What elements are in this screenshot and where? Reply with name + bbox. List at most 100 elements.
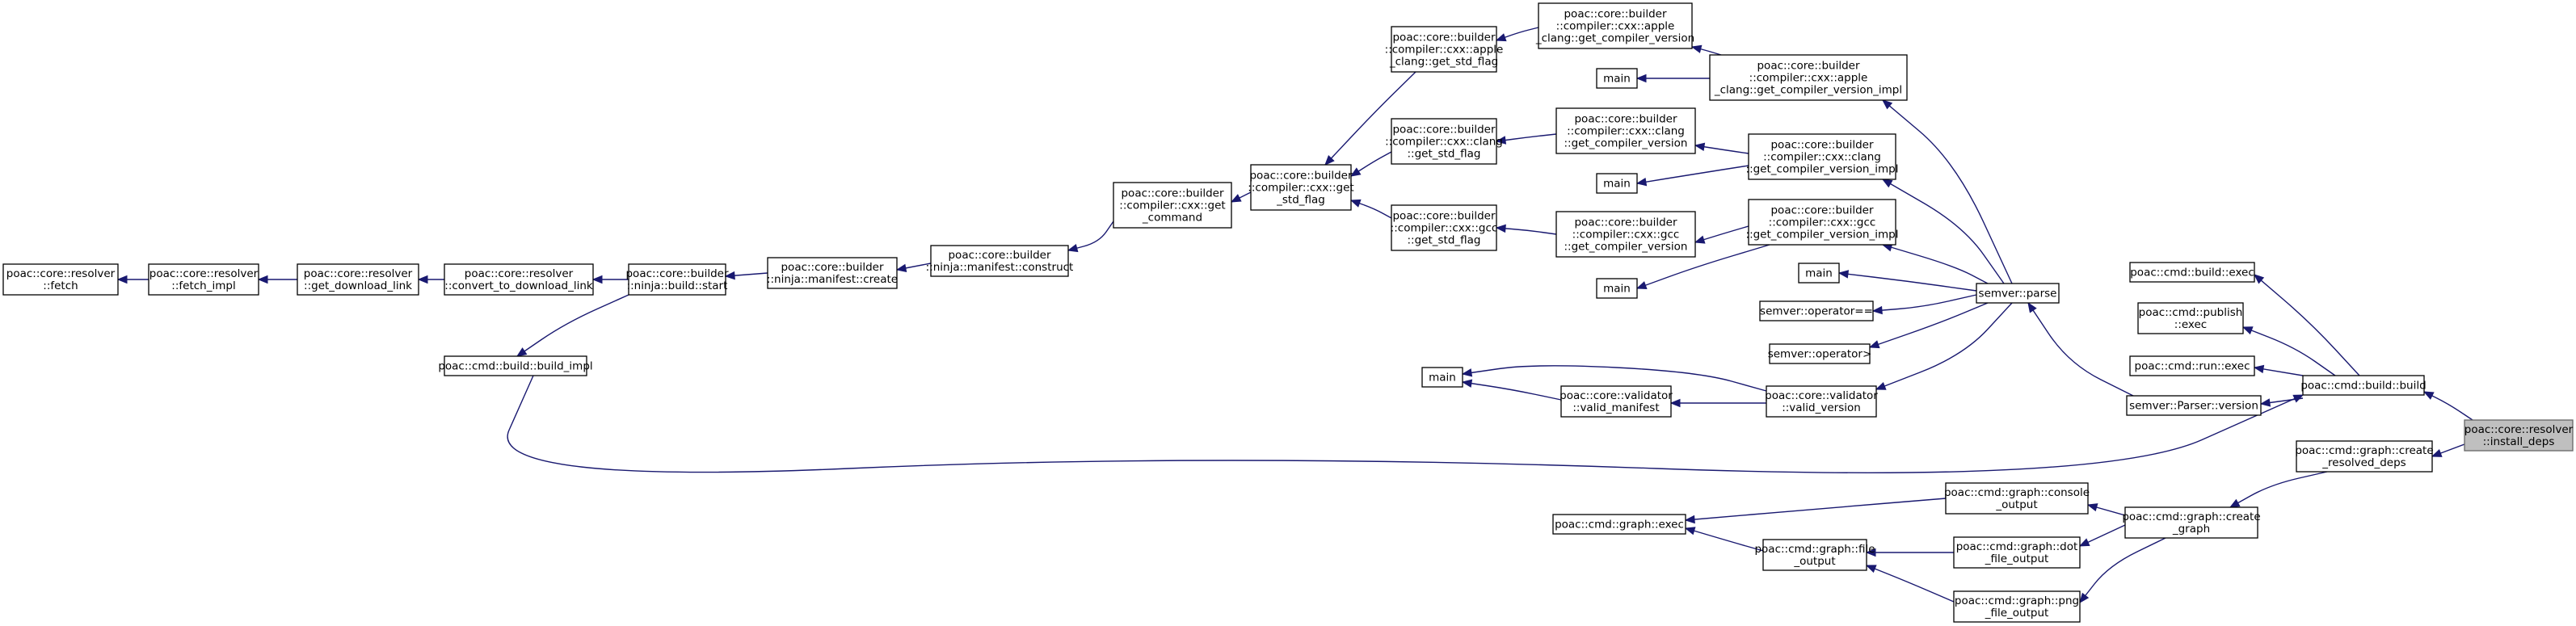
node-valid-version[interactable]: poac::core::validator::valid_version [1765,385,1878,418]
node-label-line: _clang::get_compiler_version [1535,32,1694,45]
node-graph-exec[interactable]: poac::cmd::graph::exec [1552,514,1686,535]
edge-arrowhead [1495,33,1507,42]
node-apple-get-std-flag[interactable]: poac::core::builder::compiler::cxx::appl… [1385,26,1504,73]
node-run-exec[interactable]: poac::cmd::run::exec [2129,355,2255,376]
node-png-file-output[interactable]: poac::cmd::graph::png_file_output [1953,590,2081,623]
node-gcc-get-compiler-version[interactable]: poac::core::builder::compiler::cxx::gcc:… [1555,211,1696,258]
edge-arrowhead [1495,136,1507,145]
node-box [767,257,898,289]
edge-arrowhead [1635,177,1648,187]
edge-arrowhead [1871,305,1883,315]
node-box [2302,375,2425,396]
node-apple-get-compiler-version-impl[interactable]: poac::core::builder::compiler::cxx::appl… [1709,54,1908,101]
node-cxx-get-std-flag[interactable]: poac::core::builder::compiler::cxx::get_… [1248,164,1354,211]
edge-arrowhead [2027,301,2037,313]
edge-convert_to_download_link-to-ninja_build_start [591,275,629,284]
node-label-line: ::ninja::manifest::construct [926,261,1074,274]
edge-arrowhead [1837,270,1850,279]
node-label-line: ::valid_version [1782,401,1861,414]
edge-arrowhead [2292,394,2305,403]
node-clang-get-std-flag[interactable]: poac::core::builder::compiler::cxx::clan… [1385,118,1503,165]
edge-arrowhead [1495,224,1506,233]
node-main-clang[interactable]: main [1596,173,1638,194]
node-get-command[interactable]: poac::core::builder::compiler::cxx::get_… [1113,182,1232,229]
node-label-line: poac::cmd::graph::dot [1956,540,2078,553]
edge-gcc_get_std_flag-to-gcc_get_compiler_version [1495,224,1557,235]
node-main-apple[interactable]: main [1596,68,1638,89]
edge-build_impl-to-ninja_build_start [516,294,629,357]
node-get-download-link[interactable]: poac::core::resolver::get_download_link [297,263,419,296]
node-box [1552,514,1686,535]
node-publish-exec[interactable]: poac::cmd::publish::exec [2137,302,2244,334]
node-label-line: poac::cmd::graph::exec [1555,519,1684,531]
edge-arrowhead [1684,527,1696,536]
node-parser-version[interactable]: semver::Parser::version [2126,395,2262,416]
node-install-deps[interactable]: poac::core::resolver::install_deps [2464,419,2574,452]
edge-arrowhead [1669,398,1681,408]
edge-line [507,375,2304,473]
node-label-line: poac::core::builder [1574,113,1677,126]
node-clang-get-compiler-version[interactable]: poac::core::builder::compiler::cxx::clan… [1555,107,1696,154]
node-label-line: _file_output [1985,552,2049,565]
edge-valid_version-to-semver_parse [1875,302,2013,390]
node-label-line: main [1603,178,1631,191]
node-label-line: ::get_compiler_version_impl [1746,163,1899,176]
node-main-semver[interactable]: main [1798,263,1840,284]
node-manifest-create[interactable]: poac::core::builder::ninja::manifest::cr… [767,257,898,289]
node-label-line: poac::core::builder [781,261,883,274]
node-label-line: _std_flag [1276,194,1325,207]
node-main-gcc[interactable]: main [1596,278,1638,299]
node-label-line: main [1603,283,1631,296]
node-label-line: poac::core::builder [625,267,728,280]
node-valid-manifest[interactable]: poac::core::validator::valid_manifest [1559,385,1673,418]
node-convert-to-download-link[interactable]: poac::core::resolver::convert_to_downloa… [444,263,594,296]
node-label-line: ::compiler::cxx::clang [1567,125,1685,138]
node-label-line: ::valid_manifest [1572,401,1659,414]
node-box [1538,2,1693,49]
node-build-exec[interactable]: poac::cmd::build::exec [2129,262,2255,283]
node-fetch-impl[interactable]: poac::core::resolver::fetch_impl [148,263,259,296]
node-dot-file-output[interactable]: poac::cmd::graph::dot_file_output [1953,536,2081,569]
node-create-resolved-deps[interactable]: poac::cmd::graph::create_resolved_deps [2295,440,2434,473]
node-semver-parse[interactable]: semver::parse [1976,283,2060,304]
edge-arrowhead [116,275,128,284]
node-semver-op-gt[interactable]: semver::operator> [1768,343,1872,364]
node-gcc-get-std-flag[interactable]: poac::core::builder::compiler::cxx::gcc:… [1391,204,1498,251]
node-label-line: poac::core::builder [1770,204,1873,217]
edge-build_build-to-install_deps [2422,391,2473,421]
node-main-validator[interactable]: main [1421,367,1463,388]
node-console-output[interactable]: poac::cmd::graph::console_output [1944,482,2090,515]
node-fetch[interactable]: poac::core::resolver::fetch [2,263,119,296]
node-build-build[interactable]: poac::cmd::build::build [2300,375,2427,396]
node-semver-op-eq[interactable]: semver::operator== [1759,300,1874,321]
edge-run_exec-to-build_build [2253,364,2304,376]
node-apple-get-compiler-version[interactable]: poac::core::builder::compiler::cxx::appl… [1535,2,1694,49]
node-box [1596,68,1638,89]
node-ninja-build-start[interactable]: poac::core::builder::ninja::build::start [625,263,729,296]
node-create-graph[interactable]: poac::cmd::graph::create_graph [2122,506,2261,539]
node-file-output[interactable]: poac::cmd::graph::file_output [1754,539,1875,571]
node-label-line: ::compiler::cxx::get [1119,200,1225,212]
edge-arrowhead [1067,244,1079,253]
edge-line [2079,537,2166,603]
node-label-line: poac::core::resolver [465,267,574,280]
edge-apple_get_compiler_version_impl-to-semver_parse [1881,99,2013,284]
edge-arrowhead [1881,179,1893,188]
node-box [2129,355,2255,376]
node-manifest-construct[interactable]: poac::core::builder::ninja::manifest::co… [926,245,1074,277]
node-box [2,263,119,296]
edge-arrowhead [1635,281,1648,289]
edge-arrowhead [1230,194,1242,203]
edge-arrowhead [1349,199,1362,208]
node-build-impl[interactable]: poac::cmd::build::build_impl [438,355,593,376]
node-gcc-get-compiler-version-impl[interactable]: poac::core::builder::compiler::cxx::gcc:… [1746,199,1899,246]
node-box [444,355,587,376]
edge-line [2254,274,2360,376]
node-label-line: poac::cmd::graph::create [2295,444,2433,457]
edge-line [1872,294,1977,312]
node-clang-get-compiler-version-impl[interactable]: poac::core::builder::compiler::cxx::clan… [1746,133,1899,180]
edge-cxx_get_std_flag-to-clang_get_std_flag [1349,151,1392,177]
node-box [1748,133,1896,180]
edge-cxx_get_std_flag-to-apple_get_std_flag [1324,71,1416,166]
edge-valid_manifest-to-valid_version [1669,398,1766,408]
